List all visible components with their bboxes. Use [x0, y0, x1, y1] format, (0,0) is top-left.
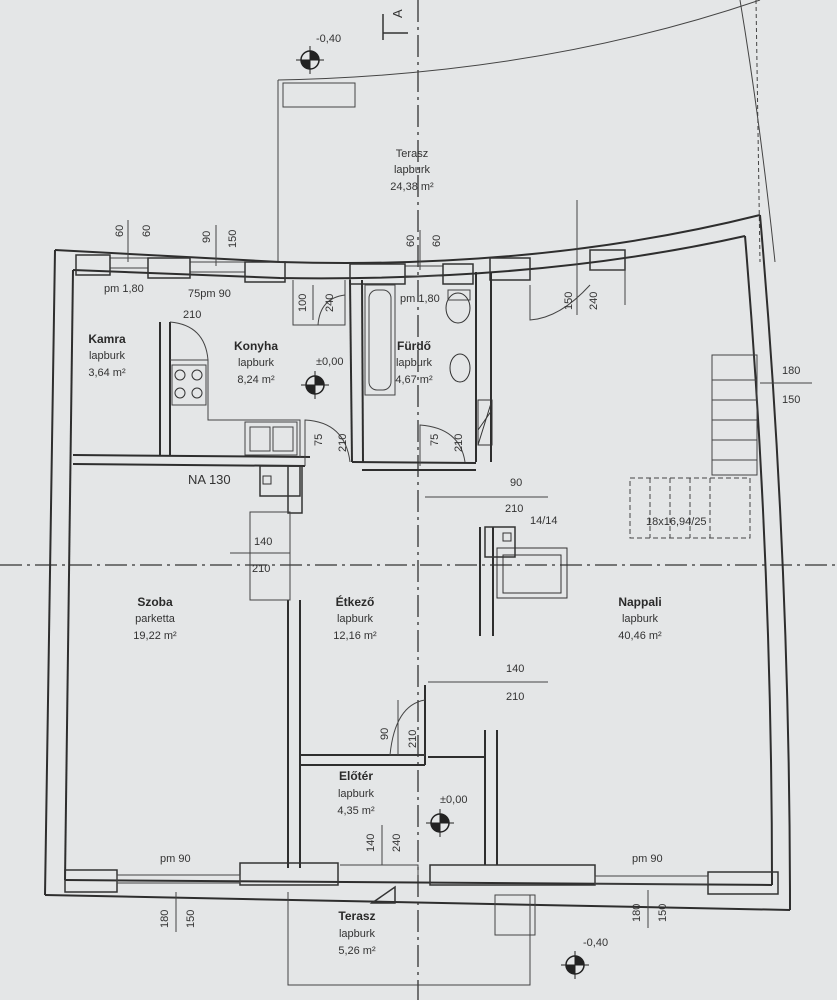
dim-label: 18x16,94/25	[646, 516, 707, 528]
dim-label: 210	[453, 434, 465, 452]
dim-label: 180	[631, 904, 643, 922]
room-name: Nappali	[618, 595, 661, 609]
dim-label: 140	[365, 834, 377, 852]
terrace-bottom	[287, 885, 536, 986]
dim-label: 150	[563, 292, 575, 310]
dim-label: 150	[782, 394, 800, 406]
room-name: Szoba	[137, 595, 173, 609]
dim-label: 140	[254, 536, 272, 548]
room-floor: lapburk	[238, 357, 275, 369]
room-floor: lapburk	[337, 613, 374, 625]
room-hall: Előtér lapburk 4,35 m²	[337, 769, 375, 817]
room-dining: Étkező lapburk 12,16 m²	[333, 594, 377, 642]
dim-label: pm 1,80	[400, 293, 440, 305]
dim-label: 100	[297, 294, 309, 312]
room-living: Nappali lapburk 40,46 m²	[618, 595, 662, 642]
dim-label: 210	[252, 563, 270, 575]
door-swings	[249, 269, 626, 880]
room-area: 19,22 m²	[133, 630, 177, 642]
dim-label: 90	[379, 728, 391, 740]
room-area: 3,64 m²	[88, 367, 126, 379]
room-floor: lapburk	[89, 350, 126, 362]
chimney-label: NA 130	[188, 472, 231, 487]
dim-label: 180	[159, 910, 171, 928]
level-top-label: -0,40	[316, 33, 341, 45]
level-bottom-label: -0,40	[583, 937, 608, 949]
dim-label: 60	[405, 235, 417, 247]
room-area: 40,46 m²	[618, 630, 662, 642]
terrace-top	[277, 0, 776, 263]
staircase	[629, 354, 758, 539]
room-area: 12,16 m²	[333, 630, 377, 642]
dim-label: 90	[201, 231, 213, 243]
dim-label: 210	[407, 730, 419, 748]
room-name: Terasz	[338, 909, 375, 923]
room-area: 5,26 m²	[338, 945, 376, 957]
room-area: 4,35 m²	[337, 805, 375, 817]
room-floor: lapburk	[338, 788, 375, 800]
dim-label: 210	[506, 691, 524, 703]
room-area: 4,67 m²	[395, 374, 433, 386]
dim-label: pm 90	[632, 853, 663, 865]
top-wall-windows	[75, 249, 626, 285]
dim-label: 60	[114, 225, 126, 237]
dim-label: pm 90	[160, 853, 191, 865]
dim-label: 75	[429, 434, 441, 446]
dim-label: 240	[588, 292, 600, 310]
dim-label: 140	[506, 663, 524, 675]
dim-label: 75pm 90	[188, 288, 231, 300]
dim-label: 150	[657, 904, 669, 922]
level-entry-label: ±0,00	[440, 794, 467, 806]
dim-label: 240	[391, 834, 403, 852]
dim-label: 180	[782, 365, 800, 377]
room-area: 8,24 m²	[237, 374, 275, 386]
room-name: Étkező	[336, 594, 375, 609]
dim-label: 150	[227, 230, 239, 248]
level-kitchen-label: ±0,00	[316, 356, 343, 368]
dim-label: 150	[185, 910, 197, 928]
room-kitchen: Konyha lapburk 8,24 m²	[234, 339, 278, 386]
dim-label: 210	[183, 309, 201, 321]
room-bedroom: Szoba parketta 19,22 m²	[133, 595, 177, 642]
bathroom-fixtures	[364, 284, 471, 396]
room-floor: parketta	[135, 613, 176, 625]
dimension-annotations: 60 60 90 150 60 60 pm 1,80 75pm 90 210 p…	[104, 200, 812, 932]
room-pantry: Kamra lapburk 3,64 m²	[88, 332, 126, 379]
room-terrace-top: Terasz lapburk 24,38 m²	[390, 148, 434, 193]
level-marker-kitchen: ±0,00	[301, 356, 343, 399]
room-bathroom: Fürdő lapburk 4,67 m²	[395, 339, 433, 386]
room-name: Fürdő	[397, 339, 431, 353]
room-name: Előtér	[339, 769, 373, 783]
level-marker-entry: ±0,00	[426, 794, 467, 837]
dim-label: 60	[431, 235, 443, 247]
room-floor: lapburk	[396, 357, 433, 369]
outer-walls	[44, 214, 791, 911]
room-area: 24,38 m²	[390, 181, 434, 193]
level-marker-top: -0,40	[296, 33, 341, 74]
section-line-vertical: A	[382, 0, 419, 1000]
dim-label: 75	[313, 434, 325, 446]
room-name: Konyha	[234, 339, 278, 353]
interior-walls	[64, 272, 779, 895]
room-name: Terasz	[396, 148, 428, 160]
dim-label: 210	[505, 503, 523, 515]
room-floor: lapburk	[622, 613, 659, 625]
room-floor: lapburk	[339, 928, 376, 940]
dim-label: 14/14	[530, 515, 558, 527]
kitchen-fixtures	[169, 280, 346, 458]
room-floor: lapburk	[394, 164, 431, 176]
dim-label: pm 1,80	[104, 283, 144, 295]
section-marker: A	[390, 9, 405, 18]
level-marker-bottom: -0,40	[561, 937, 608, 979]
dim-label: 90	[510, 477, 522, 489]
room-name: Kamra	[88, 332, 126, 346]
dim-label: 240	[324, 294, 336, 312]
room-terrace-bottom: Terasz lapburk 5,26 m²	[338, 909, 376, 957]
dim-label: 210	[337, 434, 349, 452]
dim-label: 60	[141, 225, 153, 237]
